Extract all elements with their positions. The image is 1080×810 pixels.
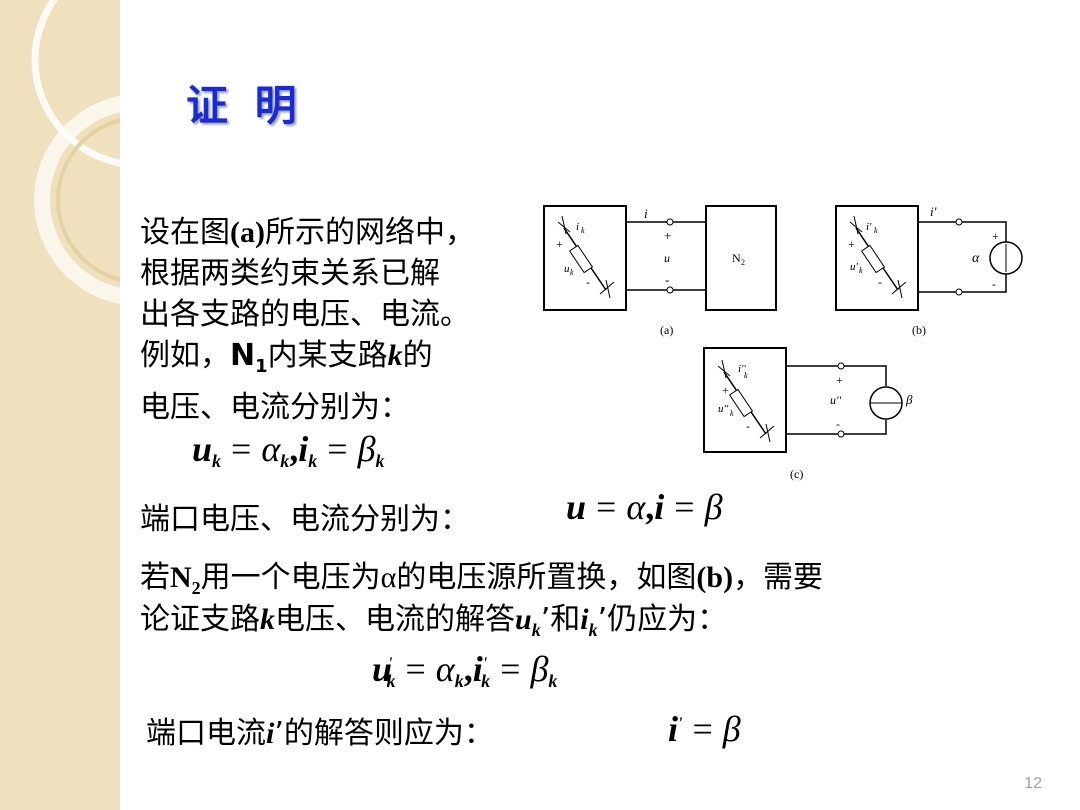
intro-line-1: 设在图(a)所示的网络中， xyxy=(140,215,475,250)
fig-c-beta-label: β xyxy=(905,392,913,407)
slide-title: 证 明 xyxy=(186,81,303,130)
page-number: 12 xyxy=(1024,775,1042,792)
circuit-figure-a: i i k + u k - + u - N 2 (a) xyxy=(543,205,777,337)
fig-b-caption: (b) xyxy=(912,323,926,337)
equation-port-original: u=α,i=β xyxy=(566,487,723,527)
fig-c-uk-label: u'' xyxy=(718,403,729,415)
fig-c-port-voltage: u'' xyxy=(830,393,842,407)
equation-branch-original: uk=αk,ik=βk xyxy=(192,429,385,471)
svg-text:+: + xyxy=(556,237,563,251)
svg-text:-: - xyxy=(836,417,840,431)
svg-text:k: k xyxy=(744,371,748,380)
sidebar-arcs-decoration xyxy=(31,0,120,305)
svg-text:+: + xyxy=(722,383,729,397)
circuit-figure-c: i'' k + u'' k - + u'' - β (c) xyxy=(703,347,913,481)
fig-b-alpha-label: α xyxy=(972,251,980,266)
fig-c-ik-label: i'' xyxy=(738,363,746,375)
fig-b-ik-label: i' xyxy=(866,221,872,233)
fig-a-current-label: i xyxy=(644,206,648,221)
svg-text:-: - xyxy=(586,275,590,289)
fig-a-uk-label: u xyxy=(564,263,570,275)
equation-branch-replaced: u'k=αk,i'k=βk xyxy=(372,649,558,691)
replacement-line-2: 论证支路k电压、电流的解答uk’和ik’仍应为： xyxy=(140,602,728,640)
svg-text:k: k xyxy=(730,409,734,418)
intro-paragraph: 设在图(a)所示的网络中， 根据两类约束关系已解 出各支路的电压、电流。 例如，… xyxy=(140,212,540,428)
circuit-figure-b: i' i' k + u' k - + α - (b) xyxy=(835,204,1023,337)
svg-text:-: - xyxy=(878,275,882,289)
decorative-sidebar xyxy=(0,0,120,810)
svg-text:-: - xyxy=(992,277,996,291)
svg-text:2: 2 xyxy=(741,258,745,267)
svg-text:k: k xyxy=(581,226,585,235)
fig-b-uk-label: u' xyxy=(850,261,859,273)
fig-a-ik-label: i xyxy=(576,221,579,233)
svg-text:-: - xyxy=(665,272,669,287)
fig-b-current-label: i' xyxy=(930,204,937,219)
port-current-label: 端口电流i’的解答则应为： xyxy=(146,716,494,751)
fig-c-caption: (c) xyxy=(790,467,803,481)
intro-line-5: 电压、电流分别为： xyxy=(140,390,410,425)
port-voltage-label: 端口电压、电流分别为： xyxy=(140,502,470,537)
fig-a-port-voltage: u xyxy=(664,251,670,265)
intro-line-4: 例如，N1内某支路k的 xyxy=(140,338,433,377)
svg-text:k: k xyxy=(874,226,878,235)
svg-text:k: k xyxy=(859,266,863,275)
svg-text:k: k xyxy=(570,268,574,277)
svg-text:+: + xyxy=(848,237,855,251)
equation-port-current: i'=β xyxy=(668,709,741,749)
replacement-line-1: 若N2用一个电压为α的电压源所置换，如图(b)，需要 xyxy=(140,560,824,598)
svg-text:+: + xyxy=(836,373,843,387)
fig-a-caption: (a) xyxy=(660,323,673,337)
svg-text:+: + xyxy=(664,228,671,243)
intro-line-3: 出各支路的电压、电流。 xyxy=(140,297,470,332)
fig-a-n2-label: N xyxy=(732,251,741,265)
intro-line-2: 根据两类约束关系已解 xyxy=(140,256,440,291)
svg-text:-: - xyxy=(746,419,750,433)
svg-text:+: + xyxy=(992,229,999,243)
